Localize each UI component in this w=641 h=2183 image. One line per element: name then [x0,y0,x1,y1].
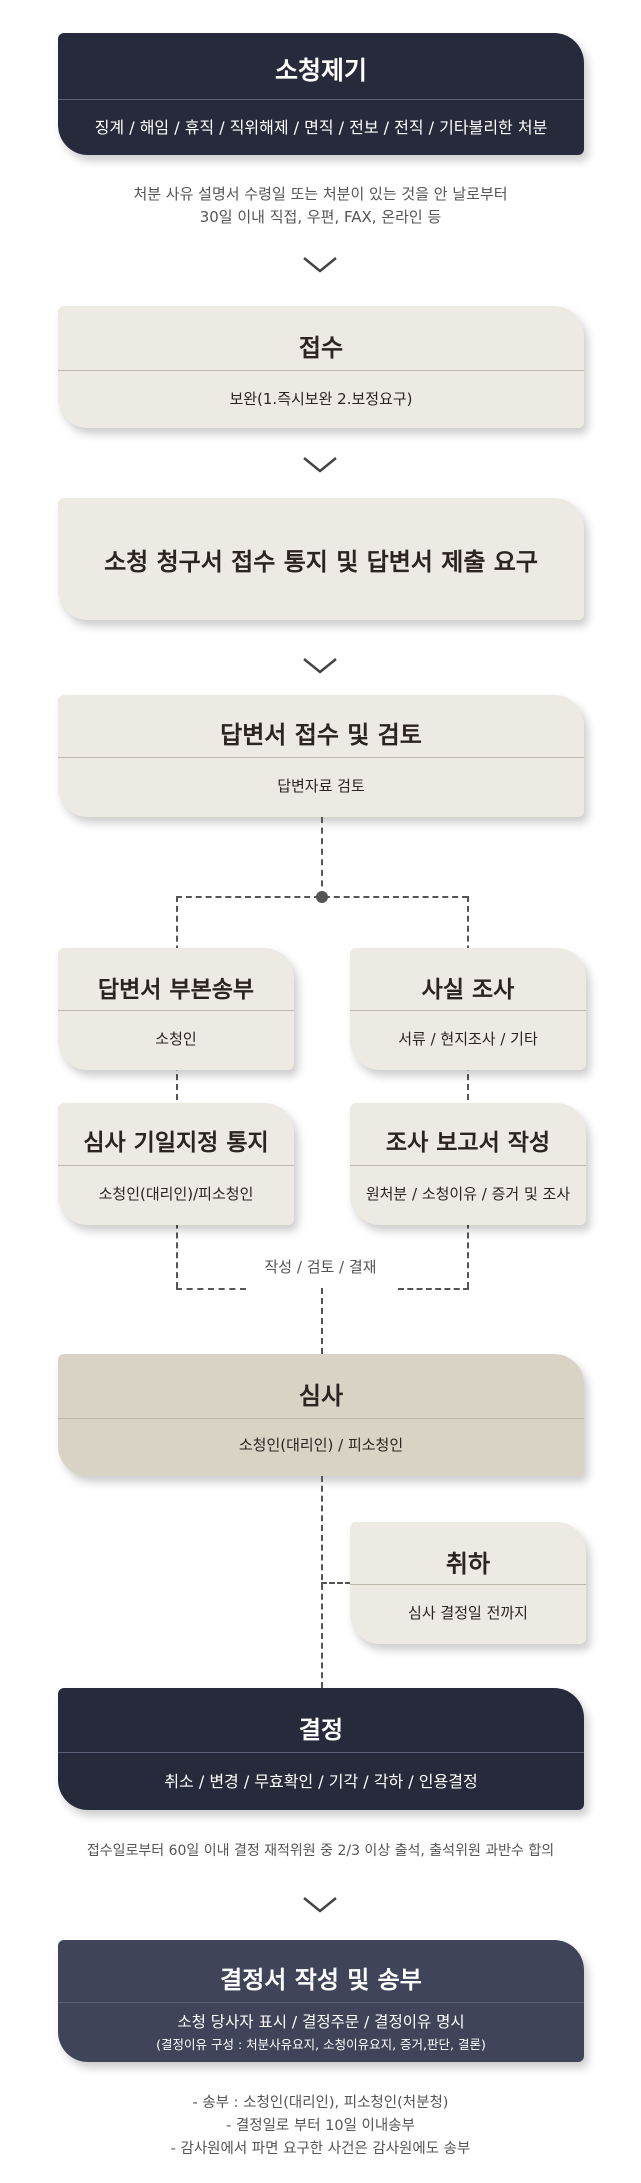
step-filing-title: 소청제기 [274,56,367,85]
step-writing-title: 결정서 작성 및 송부 [220,1966,422,1994]
step-fact-check: 사실 조사 서류 / 현지조사 / 기타 [350,948,586,1070]
connector-line [176,896,178,1288]
step-answer-copy-title: 답변서 부본송부 [97,977,255,1003]
step-decision-sub: 취소 / 변경 / 무효확인 / 기각 / 각하 / 인용결정 [164,1772,478,1791]
connector-line [321,1288,323,1354]
final-note: - 감사원에서 파면 요구한 사건은 감사원에도 송부 [170,2141,471,2157]
connector-line [321,817,323,897]
chevron-down-icon [303,658,337,674]
chevron-down-icon [303,257,337,273]
step-receipt-sub: 보완(1.즉시보완 2.보정요구) [229,390,413,408]
step-answer-copy-sub: 소청인 [155,1030,197,1048]
step-filing: 소청제기 징계 / 해임 / 휴직 / 직위해제 / 면직 / 전보 / 전직 … [58,33,584,155]
final-note: - 결정일로 부터 10일 이내송부 [226,2118,415,2134]
step-withdraw: 취하 심사 결정일 전까지 [350,1522,586,1644]
step-writing-sub1: 소청 당사자 표시 / 결정주문 / 결정이유 명시 [177,2013,465,2031]
chevron-down-icon [303,457,337,473]
step-receipt-title: 접수 [298,334,344,362]
branch-label: 작성 / 검토 / 결재 [264,1258,377,1276]
step-receipt: 접수 보완(1.즉시보완 2.보정요구) [58,306,584,428]
connector-line [176,1288,246,1290]
filing-note-line1: 처분 사유 설명서 수령일 또는 처분이 있는 것을 안 날로부터 [133,185,508,203]
step-date-notice-title: 심사 기일지정 통지 [83,1130,269,1156]
step-withdraw-title: 취하 [445,1550,491,1578]
step-writing: 결정서 작성 및 송부 소청 당사자 표시 / 결정주문 / 결정이유 명시 (… [58,1940,584,2062]
step-notice-title: 소청 청구서 접수 통지 및 답변서 제출 요구 [104,548,538,576]
step-answer-review-sub: 답변자료 검토 [277,777,365,795]
step-date-notice: 심사 기일지정 통지 소청인(대리인)/피소청인 [58,1103,294,1225]
step-hearing-sub: 소청인(대리인) / 피소청인 [238,1436,404,1454]
decision-note: 접수일로부터 60일 이내 결정 재적위원 중 2/3 이상 출석, 출석위원 … [86,1843,555,1859]
connector-line [176,896,468,898]
connector-line [321,1582,351,1584]
step-notice: 소청 청구서 접수 통지 및 답변서 제출 요구 [58,498,584,620]
step-filing-sub: 징계 / 해임 / 휴직 / 직위해제 / 면직 / 전보 / 전직 / 기타불… [94,118,548,137]
step-decision-title: 결정 [298,1716,344,1744]
final-note: - 송부 : 소청인(대리인), 피소청인(처분청) [192,2095,449,2111]
step-report-title: 조사 보고서 작성 [385,1130,551,1156]
step-report: 조사 보고서 작성 원처분 / 소청이유 / 증거 및 조사 [350,1103,586,1225]
connector-line [467,896,469,1288]
step-fact-check-title: 사실 조사 [421,977,515,1003]
step-writing-sub2: (결정이유 구성 : 처분사유요지, 소청이유요지, 증거,판단, 결론) [156,2037,486,2052]
connector-line [398,1288,469,1290]
step-hearing: 심사 소청인(대리인) / 피소청인 [58,1354,584,1476]
step-answer-review: 답변서 접수 및 검토 답변자료 검토 [58,695,584,817]
step-fact-check-sub: 서류 / 현지조사 / 기타 [398,1030,538,1048]
step-decision: 결정 취소 / 변경 / 무효확인 / 기각 / 각하 / 인용결정 [58,1688,584,1810]
step-report-sub: 원처분 / 소청이유 / 증거 및 조사 [365,1185,571,1203]
step-withdraw-sub: 심사 결정일 전까지 [408,1604,528,1622]
step-hearing-title: 심사 [298,1382,344,1410]
step-answer-review-title: 답변서 접수 및 검토 [220,721,422,749]
step-answer-copy: 답변서 부본송부 소청인 [58,948,294,1070]
chevron-down-icon [303,1897,337,1913]
filing-note-line2: 30일 이내 직접, 우편, FAX, 온라인 등 [199,208,442,226]
step-date-notice-sub: 소청인(대리인)/피소청인 [98,1185,254,1203]
